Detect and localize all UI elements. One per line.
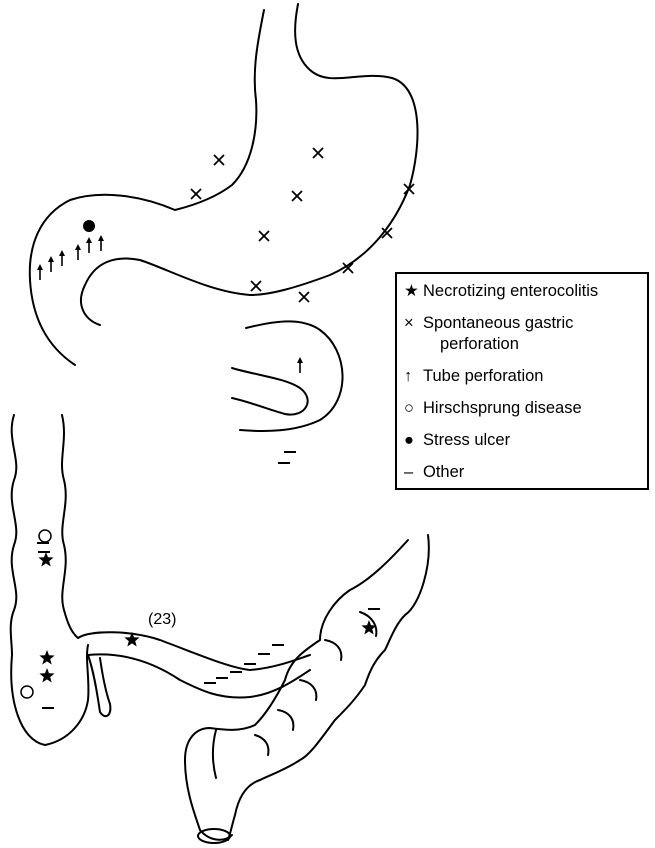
- legend-symbol-other: –: [404, 463, 414, 481]
- legend-symbol-nec: ★: [404, 282, 419, 300]
- legend-item-nec: ★Necrotizing enterocolitis: [404, 282, 598, 300]
- legend-label-tube: Tube perforation: [423, 367, 543, 385]
- legend-item-tube: ↑ Tube perforation: [404, 367, 543, 385]
- legend-symbol-hirsch: ○: [404, 399, 414, 417]
- stress-ulcer-mark: [83, 220, 95, 232]
- spontaneous-gastric-perforation-mark: [214, 155, 224, 165]
- legend-item-hirsch: ○ Hirschsprung disease: [404, 399, 582, 417]
- legend-label-nec: Necrotizing enterocolitis: [423, 282, 598, 300]
- spontaneous-gastric-perforation-mark: [259, 231, 269, 241]
- legend-item-other: –Other: [404, 463, 465, 481]
- spontaneous-gastric-perforation-mark: [299, 292, 309, 302]
- spontaneous-gastric-perforation-mark: [191, 189, 201, 199]
- legend-symbol-stress: ●: [404, 431, 414, 449]
- legend-label-other: Other: [423, 463, 465, 481]
- hirschsprung-disease-mark: [21, 686, 33, 698]
- spontaneous-gastric-perforation-mark: [292, 191, 302, 201]
- necrotizing-enterocolitis-mark: [39, 668, 54, 683]
- tube-perforation-markers: [37, 235, 303, 373]
- legend-label-sgp: Spontaneous gastric: [423, 314, 573, 332]
- legend-label-stress: Stress ulcer: [423, 431, 511, 449]
- necrotizing-enterocolitis-mark: [39, 650, 54, 665]
- tube-perforation-mark: [37, 264, 43, 280]
- tube-perforation-mark: [86, 237, 92, 253]
- spontaneous-gastric-perforation-markers: [191, 148, 414, 302]
- ileum-outline: [78, 632, 310, 697]
- legend-label-sgp: perforation: [440, 335, 519, 353]
- spontaneous-gastric-perforation-mark: [251, 281, 261, 291]
- tube-perforation-mark: [98, 235, 104, 251]
- ascending-colon-outline: [11, 415, 111, 745]
- ileum-count-annotation: (23): [148, 611, 176, 628]
- hirschsprung-disease-mark: [39, 530, 51, 542]
- duodenum-outline: [232, 321, 343, 431]
- tube-perforation-mark: [297, 357, 303, 373]
- legend-symbol-tube: ↑: [404, 367, 412, 385]
- legend: ★Necrotizing enterocolitis × Spontaneous g…: [396, 273, 648, 489]
- spontaneous-gastric-perforation-mark: [313, 148, 323, 158]
- sigmoid-descending-colon-outline: [185, 535, 429, 843]
- legend-label-hirsch: Hirschsprung disease: [423, 399, 582, 417]
- stress-ulcer-markers: [83, 220, 95, 232]
- legend-symbol-sgp: ×: [404, 314, 414, 332]
- necrotizing-enterocolitis-mark: [38, 552, 53, 567]
- tube-perforation-mark: [48, 256, 54, 272]
- tube-perforation-mark: [75, 244, 81, 260]
- stomach-outline: [30, 4, 418, 365]
- tube-perforation-mark: [59, 250, 65, 266]
